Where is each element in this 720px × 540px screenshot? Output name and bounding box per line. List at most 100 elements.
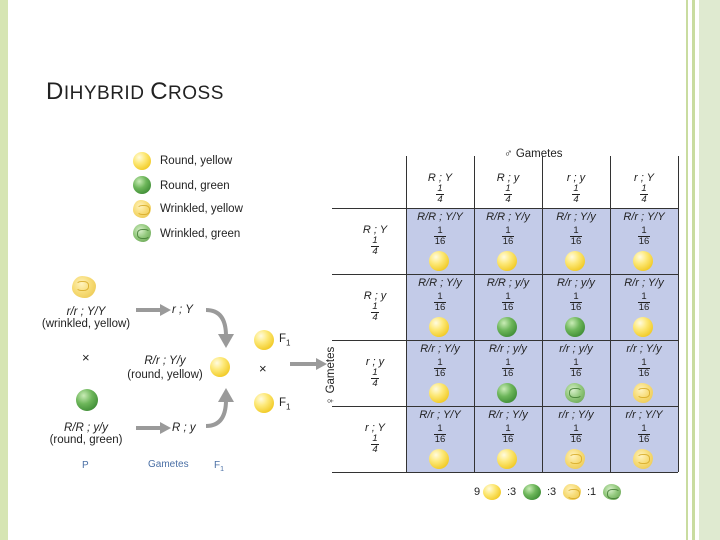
fraction-numerator: 1 (641, 291, 647, 302)
f1-seed-icon (254, 330, 274, 350)
parent1-gamete: r ; Y (172, 304, 193, 316)
fraction-numerator: 1 (437, 225, 443, 236)
row-gamete-label: r ; y (365, 356, 385, 368)
round-green-seed-icon (523, 484, 541, 500)
legend-wrinkled-yellow-icon (133, 200, 151, 218)
legend-label: Wrinkled, yellow (160, 203, 243, 215)
round-yellow-seed-icon (497, 449, 517, 469)
cross-symbol: × (82, 350, 90, 365)
curved-arrow-up-icon (205, 388, 234, 428)
fraction-denominator: 4 (371, 312, 379, 323)
male-gametes-label: ♂ Gametes (504, 148, 563, 160)
grid-line (332, 406, 678, 408)
fraction-numerator: 1 (505, 423, 511, 434)
round-yellow-seed-icon (429, 449, 449, 469)
female-gametes-label: ♀ Gametes (325, 346, 338, 406)
round-green-seed-icon (497, 383, 517, 403)
fraction-numerator: 1 (372, 235, 378, 246)
f1-cross-symbol: × (259, 361, 267, 376)
fraction-denominator: 16 (569, 302, 583, 313)
fraction-denominator: 4 (371, 378, 379, 389)
fraction-numerator: 1 (437, 183, 443, 194)
round-yellow-seed-icon (429, 383, 449, 403)
parent1-phenotype: (wrinkled, yellow) (41, 318, 131, 330)
fraction-numerator: 1 (505, 183, 511, 194)
round-green-seed-icon (565, 317, 585, 337)
f1-genotype: R/r ; Y/y (144, 355, 186, 367)
fraction-denominator: 16 (501, 302, 515, 313)
cell-genotype: r/r ; Y/y (558, 409, 594, 421)
legend-label: Wrinkled, green (160, 228, 241, 240)
fraction-denominator: 16 (501, 434, 515, 445)
fraction-denominator: 16 (569, 434, 583, 445)
legend-round-yellow-icon (133, 152, 151, 170)
cell-genotype: R/r ; Y/y (556, 211, 596, 223)
fraction-denominator: 4 (640, 194, 648, 205)
cell-genotype: R/r ; y/y (489, 343, 527, 355)
fraction-numerator: 1 (437, 291, 443, 302)
fraction-denominator: 16 (501, 368, 515, 379)
round-yellow-seed-icon (565, 251, 585, 271)
wrinkled-green-seed-icon (603, 484, 621, 500)
cell-genotype: R/r ; Y/y (488, 409, 528, 421)
parent1-genotype: r/r ; Y/Y (66, 306, 106, 318)
column-gamete-label: R ; Y (427, 172, 453, 184)
f1-label: F1 (279, 397, 291, 412)
round-yellow-seed-icon (429, 251, 449, 271)
fraction-denominator: 16 (637, 236, 651, 247)
fraction-numerator: 1 (573, 423, 579, 434)
cell-genotype: R/r ; Y/Y (623, 211, 665, 223)
fraction-denominator: 16 (637, 302, 651, 313)
cell-genotype: r/r ; Y/y (626, 343, 662, 355)
fraction-numerator: 1 (641, 357, 647, 368)
wrinkled-green-seed-icon (565, 383, 585, 403)
arrow-right-icon (136, 304, 171, 316)
column-gamete-label: r ; y (566, 172, 586, 184)
f1-seed-icon (210, 357, 230, 377)
fraction-denominator: 16 (569, 236, 583, 247)
left-frame-bar (0, 0, 8, 540)
fraction-denominator: 16 (433, 368, 447, 379)
fraction-denominator: 4 (572, 194, 580, 205)
row-gamete-label: R ; Y (362, 224, 388, 236)
legend-wrinkled-green-icon (133, 224, 151, 242)
cell-genotype: R/r ; Y/y (420, 343, 460, 355)
fraction-numerator: 1 (641, 183, 647, 194)
grid-line (474, 156, 476, 472)
ratio-number: :3 (547, 486, 557, 498)
grid-line (332, 340, 678, 342)
cell-genotype: R/R ; Y/y (486, 211, 530, 223)
generation-label-p: P (82, 460, 89, 471)
cell-genotype: r/r ; Y/Y (625, 409, 663, 421)
parent-wrinkled-yellow-seed-icon (72, 276, 96, 298)
generation-label-gametes: Gametes (148, 459, 189, 470)
wrinkled-yellow-seed-icon (633, 383, 653, 403)
